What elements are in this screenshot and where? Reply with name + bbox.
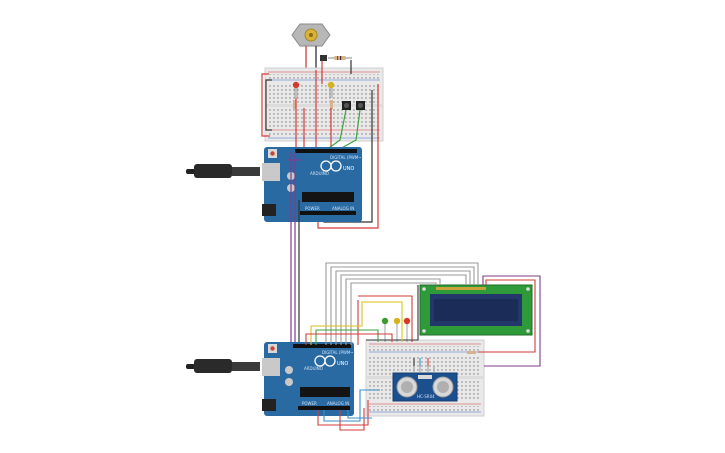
resistor-lcd[interactable] — [467, 351, 476, 354]
arduino-uno-top[interactable]: UNO ARDUINO DIGITAL (PWM~) POWER ANALOG … — [262, 147, 364, 222]
power-label-top: POWER — [305, 206, 320, 211]
resistor-led-yellow[interactable] — [330, 100, 333, 109]
sensor-label: HC-SR04 — [417, 394, 435, 399]
lcd-16x2[interactable] — [419, 284, 533, 336]
power-jack-bottom — [262, 399, 276, 411]
usb-cable-bottom — [186, 359, 260, 373]
push-button-1[interactable] — [342, 101, 351, 110]
analog-label-bottom: ANALOG IN — [327, 401, 349, 406]
led-red-bottom[interactable] — [403, 317, 411, 342]
power-label-bottom: POWER — [302, 401, 317, 406]
usb-port-bottom — [262, 358, 280, 376]
board-sub-bottom: ARDUINO — [304, 366, 323, 371]
atmega-chip-bottom — [300, 387, 350, 397]
resistor-top[interactable] — [328, 56, 352, 60]
header-digital-top — [295, 149, 357, 153]
header-analog-bottom — [298, 406, 350, 410]
arduino-uno-bottom[interactable]: UNO ARDUINO DIGITAL (PWM~) POWER ANALOG … — [262, 342, 356, 416]
led-yellow-top[interactable] — [327, 81, 335, 98]
usb-port-top — [262, 163, 280, 181]
ultrasonic-sensor[interactable]: HC-SR04 — [392, 372, 458, 402]
digital-label-top: DIGITAL (PWM~) — [330, 155, 364, 160]
led-green-bottom[interactable] — [381, 317, 389, 342]
led-red-top[interactable] — [292, 81, 300, 98]
header-analog-top — [300, 211, 356, 215]
board-brand-top: UNO — [343, 166, 354, 172]
push-button-2[interactable] — [356, 101, 365, 110]
resistor-led-red[interactable] — [293, 100, 296, 109]
digital-label-bottom: DIGITAL (PWM~) — [322, 350, 356, 355]
wires-link — [288, 152, 302, 345]
transistor[interactable] — [320, 55, 327, 61]
dc-motor[interactable] — [291, 23, 331, 47]
analog-label-top: ANALOG IN — [332, 206, 354, 211]
usb-cable-top — [186, 164, 260, 178]
led-yellow-bottom[interactable] — [393, 317, 401, 342]
breadboard-top[interactable] — [264, 67, 384, 142]
wires-bottom — [305, 262, 541, 431]
header-digital-bottom — [293, 344, 351, 348]
power-jack-top — [262, 204, 276, 216]
atmega-chip-top — [302, 192, 354, 202]
board-sub-top: ARDUINO — [310, 171, 329, 176]
board-brand-bottom: UNO — [337, 361, 348, 367]
